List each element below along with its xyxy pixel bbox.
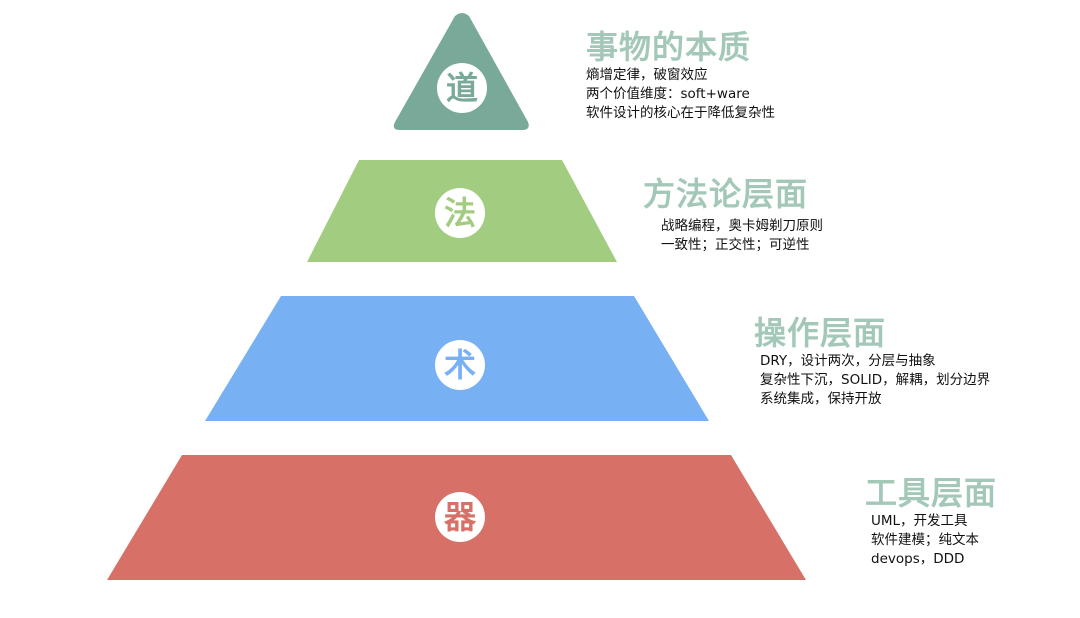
dao-badge: 道 xyxy=(437,63,487,113)
dao-description: 熵增定律，破窗效应 两个价值维度：soft+ware 软件设计的核心在于降低复杂… xyxy=(586,66,775,123)
shu-description: DRY，设计两次，分层与抽象 复杂性下沉，SOLID，解耦，划分边界 系统集成，… xyxy=(760,352,990,409)
qi-line: devops，DDD xyxy=(871,551,965,567)
shu-line: 系统集成，保持开放 xyxy=(760,391,882,407)
shu-heading: 操作层面 xyxy=(754,314,887,352)
qi-description: UML，开发工具 软件建模；纯文本 devops，DDD xyxy=(871,512,997,569)
dao-line: 熵增定律，破窗效应 xyxy=(586,67,708,83)
qi-label-group: 工具层面 UML，开发工具 软件建模；纯文本 devops，DDD xyxy=(865,474,997,569)
fa-line: 战略编程，奥卡姆剃刀原则 xyxy=(661,218,823,234)
dao-line: 两个价值维度：soft+ware xyxy=(586,86,750,102)
shu-line: DRY，设计两次，分层与抽象 xyxy=(760,353,936,369)
qi-character: 器 xyxy=(443,498,476,536)
qi-line: UML，开发工具 xyxy=(871,513,968,529)
shu-label-group: 操作层面 DRY，设计两次，分层与抽象 复杂性下沉，SOLID，解耦，划分边界 … xyxy=(754,314,990,409)
qi-heading: 工具层面 xyxy=(865,474,998,512)
qi-line: 软件建模；纯文本 xyxy=(871,532,979,548)
shu-character: 术 xyxy=(443,346,476,384)
dao-heading: 事物的本质 xyxy=(586,28,752,66)
dao-label-group: 事物的本质 熵增定律，破窗效应 两个价值维度：soft+ware 软件设计的核心… xyxy=(586,28,775,123)
fa-badge: 法 xyxy=(435,188,485,238)
dao-character: 道 xyxy=(445,69,478,107)
shu-badge: 术 xyxy=(435,340,485,390)
shu-line: 复杂性下沉，SOLID，解耦，划分边界 xyxy=(760,372,991,388)
fa-description: 战略编程，奥卡姆剃刀原则 一致性；正交性；可逆性 xyxy=(661,217,823,255)
fa-heading: 方法论层面 xyxy=(643,175,809,213)
fa-line: 一致性；正交性；可逆性 xyxy=(661,237,810,253)
fa-label-group: 方法论层面 战略编程，奥卡姆剃刀原则 一致性；正交性；可逆性 xyxy=(643,175,823,255)
fa-character: 法 xyxy=(443,194,476,232)
qi-badge: 器 xyxy=(435,492,485,542)
dao-line: 软件设计的核心在于降低复杂性 xyxy=(586,105,775,121)
